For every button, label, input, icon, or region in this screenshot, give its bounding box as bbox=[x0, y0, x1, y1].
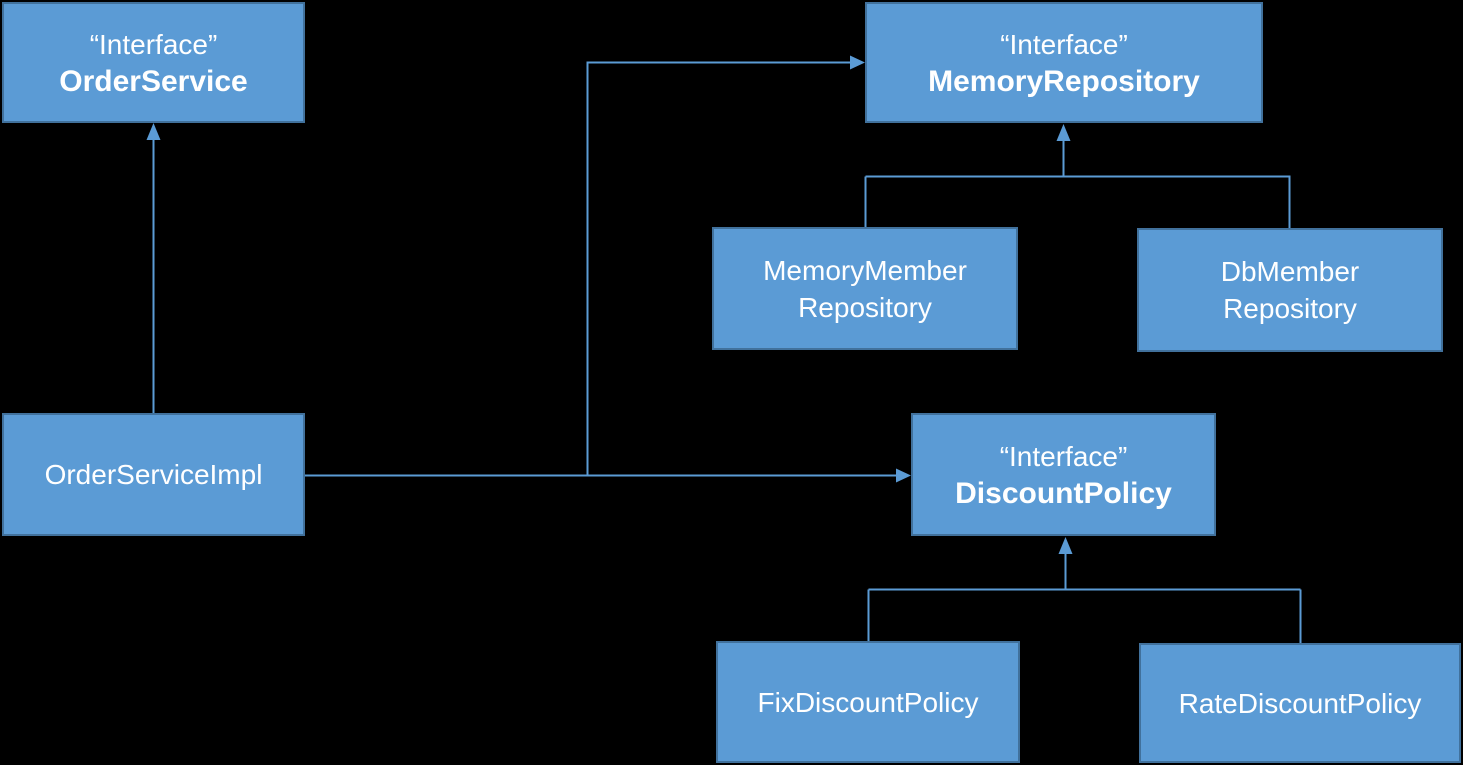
class-box-db-member-repository: DbMember Repository bbox=[1137, 228, 1443, 352]
class-name-label: RateDiscountPolicy bbox=[1178, 687, 1422, 719]
class-box-order-service: “Interface” OrderService bbox=[2, 2, 305, 123]
class-box-memory-repository: “Interface” MemoryRepository bbox=[865, 2, 1263, 123]
stereotype-label: “Interface” bbox=[89, 28, 218, 60]
connector-impl-to-discountpolicy bbox=[305, 468, 911, 483]
connector-policies-to-discountpolicy bbox=[867, 537, 1302, 643]
arrowhead-right-memoryrepository bbox=[850, 55, 865, 70]
class-name-label: MemoryMember bbox=[763, 254, 967, 286]
arrowhead-up-orderservice bbox=[146, 123, 161, 140]
class-box-discount-policy: “Interface” DiscountPolicy bbox=[911, 413, 1216, 536]
class-box-rate-discount-policy: RateDiscountPolicy bbox=[1139, 643, 1461, 763]
arrowhead-right-discountpolicy bbox=[896, 468, 911, 483]
class-box-memory-member-repository: MemoryMember Repository bbox=[712, 227, 1018, 350]
class-name-label-line2: Repository bbox=[1223, 293, 1357, 324]
stereotype-label: “Interface” bbox=[999, 440, 1128, 472]
class-name-label: OrderServiceImpl bbox=[44, 459, 263, 490]
arrowhead-up-discountpolicy bbox=[1058, 537, 1073, 554]
class-name-label: DiscountPolicy bbox=[955, 476, 1172, 510]
class-name-label: OrderService bbox=[59, 64, 248, 98]
class-box-order-service-impl: OrderServiceImpl bbox=[2, 413, 305, 536]
arrowhead-up-memoryrepository bbox=[1056, 124, 1071, 141]
class-name-label: MemoryRepository bbox=[928, 64, 1200, 98]
class-name-label: FixDiscountPolicy bbox=[757, 686, 979, 718]
class-box-fix-discount-policy: FixDiscountPolicy bbox=[716, 641, 1020, 763]
class-name-label: DbMember bbox=[1220, 256, 1360, 287]
class-name-label-line2: Repository bbox=[798, 291, 932, 323]
connector-impl-to-orderservice bbox=[146, 123, 161, 413]
connector-impl-to-memoryrepository bbox=[586, 55, 865, 476]
stereotype-label: “Interface” bbox=[1000, 28, 1128, 60]
connector-members-to-memoryrepository bbox=[864, 124, 1291, 228]
